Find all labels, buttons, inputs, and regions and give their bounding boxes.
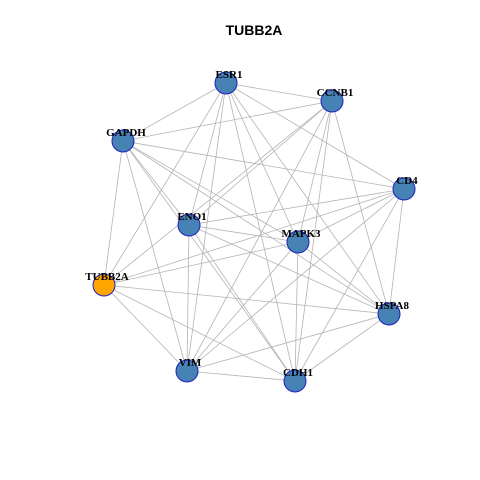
edge-hspa8-vim bbox=[186, 313, 390, 372]
edge-gapdh-mapk3 bbox=[122, 140, 299, 243]
node-label-eno1: ENO1 bbox=[177, 211, 206, 223]
edge-gapdh-eno1 bbox=[122, 140, 190, 226]
edge-gapdh-hspa8 bbox=[122, 140, 390, 315]
edge-hspa8-cdh1 bbox=[294, 313, 390, 382]
edge-esr1-cd4 bbox=[225, 82, 405, 190]
edge-esr1-vim bbox=[186, 82, 227, 372]
diagram-title: TUBB2A bbox=[226, 22, 283, 38]
node-hspa8[interactable] bbox=[377, 302, 401, 326]
node-label-gapdh: GAPDH bbox=[106, 127, 146, 139]
edge-eno1-vim bbox=[186, 224, 190, 372]
edge-cd4-vim bbox=[186, 188, 405, 372]
edge-gapdh-tubb2a bbox=[103, 140, 124, 286]
edge-eno1-mapk3 bbox=[188, 224, 299, 243]
edge-ccnb1-cdh1 bbox=[294, 100, 333, 382]
edge-esr1-mapk3 bbox=[225, 82, 299, 243]
edge-cd4-tubb2a bbox=[103, 188, 405, 286]
node-cd4[interactable] bbox=[392, 177, 416, 201]
node-ccnb1[interactable] bbox=[320, 89, 344, 113]
edge-cd4-mapk3 bbox=[297, 188, 405, 243]
edge-esr1-ccnb1 bbox=[225, 82, 333, 102]
edge-ccnb1-eno1 bbox=[188, 100, 333, 226]
nodes-layer bbox=[92, 71, 416, 393]
edge-ccnb1-gapdh bbox=[122, 100, 333, 142]
edge-cd4-hspa8 bbox=[388, 188, 405, 315]
node-label-cdh1: CDH1 bbox=[283, 367, 313, 379]
edge-esr1-hspa8 bbox=[225, 82, 390, 315]
node-esr1[interactable] bbox=[214, 71, 238, 95]
node-mapk3[interactable] bbox=[286, 230, 310, 254]
edge-gapdh-cdh1 bbox=[122, 140, 296, 382]
edge-esr1-eno1 bbox=[188, 82, 227, 226]
edges-layer bbox=[103, 82, 405, 382]
edge-vim-cdh1 bbox=[186, 370, 296, 382]
edge-tubb2a-vim bbox=[103, 284, 188, 372]
edge-mapk3-hspa8 bbox=[297, 241, 390, 315]
edge-mapk3-cdh1 bbox=[294, 241, 299, 382]
node-label-mapk3: MAPK3 bbox=[281, 228, 321, 240]
edge-eno1-cdh1 bbox=[188, 224, 296, 382]
node-label-ccnb1: CCNB1 bbox=[317, 87, 354, 99]
node-label-cd4: CD4 bbox=[396, 175, 418, 187]
edge-esr1-gapdh bbox=[122, 82, 227, 142]
edge-gapdh-vim bbox=[122, 140, 188, 372]
edge-esr1-cdh1 bbox=[225, 82, 296, 382]
edge-mapk3-vim bbox=[186, 241, 299, 372]
edge-esr1-tubb2a bbox=[103, 82, 227, 286]
edge-mapk3-tubb2a bbox=[103, 241, 299, 286]
node-tubb2a[interactable] bbox=[92, 273, 116, 297]
edge-cd4-cdh1 bbox=[294, 188, 405, 382]
node-gapdh[interactable] bbox=[111, 129, 135, 153]
edge-tubb2a-hspa8 bbox=[103, 284, 390, 315]
edge-eno1-hspa8 bbox=[188, 224, 390, 315]
node-cdh1[interactable] bbox=[283, 369, 307, 393]
edge-ccnb1-tubb2a bbox=[103, 100, 333, 286]
node-label-vim: VIM bbox=[179, 357, 202, 369]
edge-ccnb1-mapk3 bbox=[297, 100, 333, 243]
node-label-esr1: ESR1 bbox=[216, 69, 243, 81]
edge-ccnb1-hspa8 bbox=[331, 100, 390, 315]
edge-tubb2a-cdh1 bbox=[103, 284, 296, 382]
node-eno1[interactable] bbox=[177, 213, 201, 237]
node-label-tubb2a: TUBB2A bbox=[85, 271, 128, 283]
edge-gapdh-cd4 bbox=[122, 140, 405, 190]
edge-cd4-eno1 bbox=[188, 188, 405, 226]
node-vim[interactable] bbox=[175, 359, 199, 383]
node-label-hspa8: HSPA8 bbox=[375, 300, 410, 312]
